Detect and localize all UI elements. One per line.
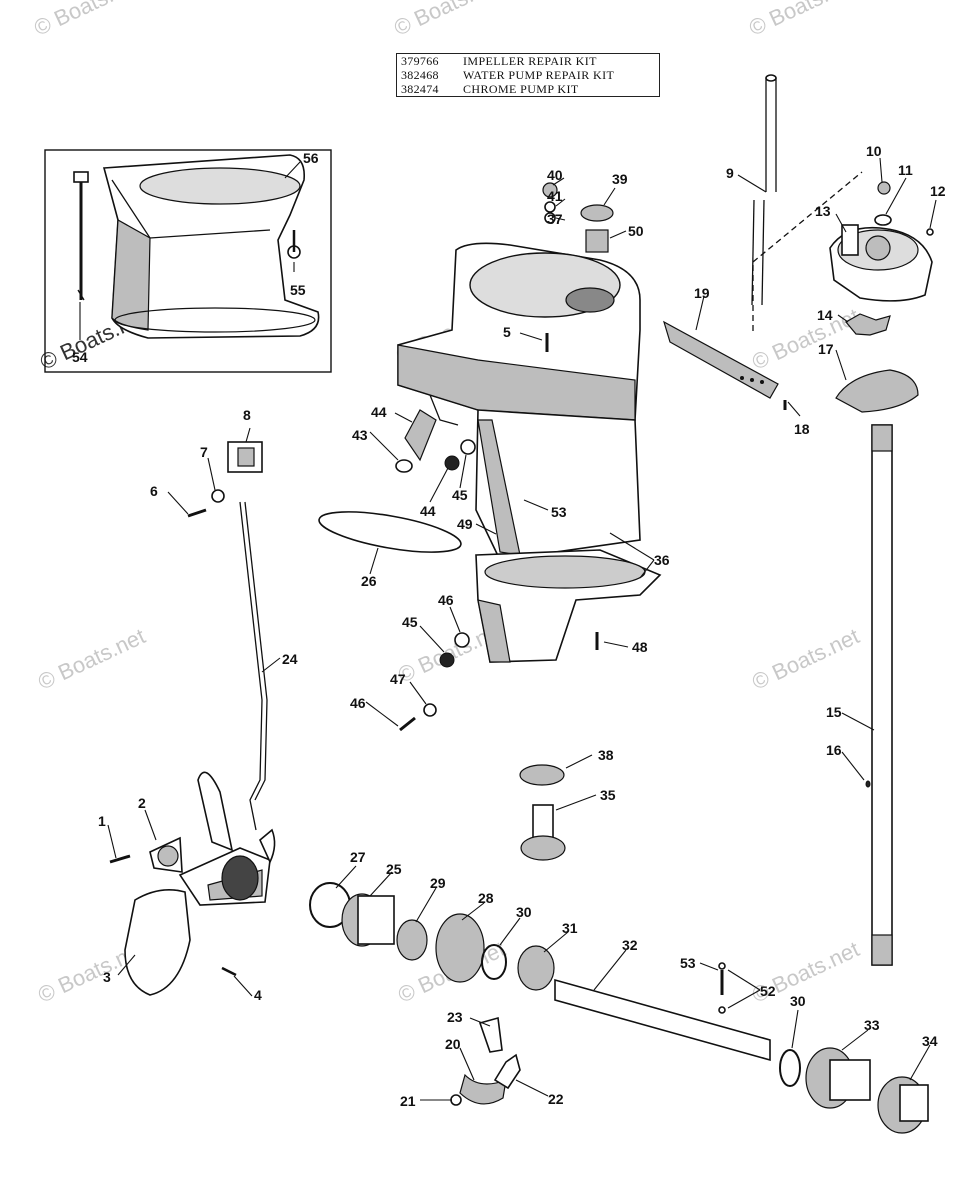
callout-50: 50 — [628, 223, 644, 239]
callout-43: 44 — [371, 404, 387, 420]
callout-12: 12 — [930, 183, 946, 199]
callout-33: 33 — [864, 1017, 880, 1033]
callout-27: 27 — [350, 849, 366, 865]
callout-10: 10 — [866, 143, 882, 159]
callout-3: 3 — [103, 969, 111, 985]
callout-56: 55 — [290, 282, 306, 298]
callout-18: 18 — [794, 421, 810, 437]
kit-part-number: 382474 — [401, 82, 439, 96]
callout-32: 32 — [622, 937, 638, 953]
callout-45: 45 — [452, 487, 468, 503]
impeller-part — [845, 313, 891, 336]
callout-37: 37 — [547, 211, 563, 227]
kit-part-number: 379766 — [401, 54, 439, 68]
callout-48: 48 — [632, 639, 648, 655]
callout-21: 21 — [400, 1093, 416, 1109]
callout-1: 1 — [98, 813, 106, 829]
kit-part-number: 382468 — [401, 68, 439, 82]
callout-23: 23 — [447, 1009, 463, 1025]
long-bolt-part — [73, 171, 89, 301]
rod-connector-part — [227, 441, 263, 473]
water-tube-part — [751, 74, 777, 306]
plate-bar-part — [663, 320, 779, 399]
callout-15: 15 — [826, 704, 842, 720]
callout-46: 46 — [350, 695, 366, 711]
callout-6: 6 — [150, 483, 158, 499]
callout-16: 16 — [826, 742, 842, 758]
inset-frame — [44, 149, 332, 373]
callout-44b: 45 — [402, 614, 418, 630]
callout-7: 7 — [200, 444, 208, 460]
leader-dashed — [752, 171, 863, 332]
exhaust-housing-part — [102, 154, 320, 339]
callout-41: 41 — [547, 188, 563, 204]
lower-gearcase-part — [475, 549, 662, 663]
kit-row: 382468 WATER PUMP REPAIR KIT — [397, 68, 659, 82]
short-screw-part — [287, 230, 301, 259]
callout-47: 47 — [390, 671, 406, 687]
callout-28: 28 — [478, 890, 494, 906]
callout-19: 19 — [694, 285, 710, 301]
callout-17: 17 — [818, 341, 834, 357]
callout-53: 53 — [680, 955, 696, 971]
callout-55: 56 — [303, 150, 319, 166]
gearcase-housing-part — [397, 242, 641, 561]
leader-lines — [79, 157, 937, 1101]
callout-22: 22 — [548, 1091, 564, 1107]
callout-35: 35 — [600, 787, 616, 803]
callout-34: 34 — [922, 1033, 938, 1049]
callout-14: 14 — [817, 307, 833, 323]
callout-24: 24 — [282, 651, 298, 667]
callout-labels: 56 55 54 40 41 37 39 50 5 9 10 11 12 13 … — [72, 143, 946, 1109]
callout-26: 26 — [361, 573, 377, 589]
callout-54: 54 — [72, 349, 88, 365]
callout-40: 40 — [547, 167, 563, 183]
callout-25: 25 — [386, 861, 402, 877]
callout-44: 44 — [420, 503, 436, 519]
callout-42: 43 — [352, 427, 368, 443]
prop-nut-part — [149, 836, 183, 873]
callout-45b: 46 — [438, 592, 454, 608]
gear-train — [309, 882, 929, 1134]
pin-part — [109, 854, 131, 864]
shift-linkage — [450, 1016, 521, 1106]
shift-rod-part — [239, 501, 268, 831]
callout-31: 31 — [562, 920, 578, 936]
drive-shaft-part — [871, 424, 893, 966]
callout-8: 8 — [243, 407, 251, 423]
kit-description: WATER PUMP REPAIR KIT — [463, 68, 615, 82]
callout-2: 2 — [138, 795, 146, 811]
callout-30b: 30 — [790, 993, 806, 1009]
callout-9: 9 — [726, 165, 734, 181]
thrust-washer-part — [519, 764, 565, 786]
o-ring-part — [318, 511, 462, 553]
callout-13: 13 — [815, 203, 831, 219]
callout-30: 30 — [516, 904, 532, 920]
callout-38: 38 — [598, 747, 614, 763]
small-fasteners — [187, 181, 934, 788]
pinion-gear-part — [520, 804, 566, 861]
water-pump-part — [829, 224, 933, 302]
kit-row: 379766 IMPELLER REPAIR KIT — [397, 54, 659, 68]
propeller-part — [124, 771, 276, 996]
callout-39: 39 — [612, 171, 628, 187]
callout-49: 49 — [457, 516, 473, 532]
kit-row: 382474 CHROME PUMP KIT — [397, 82, 659, 96]
callout-29: 29 — [430, 875, 446, 891]
plate-part — [835, 369, 919, 413]
callout-51: 53 — [551, 504, 567, 520]
kit-description: CHROME PUMP KIT — [463, 82, 579, 96]
cotter-pin-part — [221, 966, 237, 977]
callout-36: 36 — [654, 552, 670, 568]
callout-20: 20 — [445, 1036, 461, 1052]
kit-description: IMPELLER REPAIR KIT — [463, 54, 597, 68]
repair-kit-table: 379766 IMPELLER REPAIR KIT 382468 WATER … — [396, 53, 660, 97]
callout-11: 11 — [898, 162, 913, 178]
callout-52: 52 — [760, 983, 776, 999]
callout-5: 5 — [503, 324, 511, 340]
callout-4: 4 — [254, 987, 262, 1003]
